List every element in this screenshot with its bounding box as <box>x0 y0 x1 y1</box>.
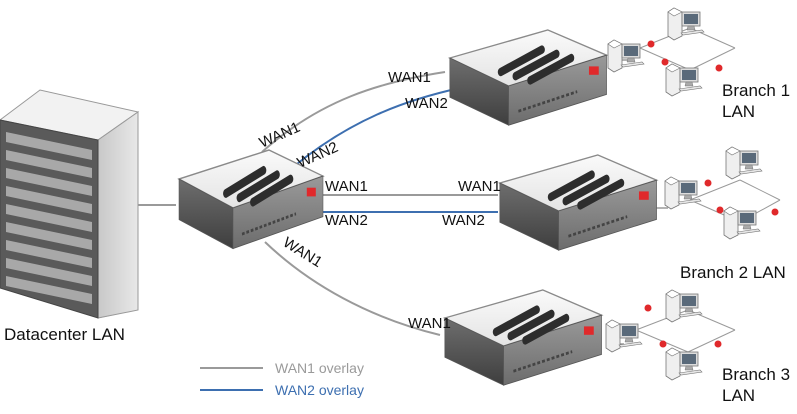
b3-spoke-wan1-label: WAN1 <box>408 315 451 332</box>
datacenter-lan-label: Datacenter LAN <box>4 325 125 344</box>
b2-spoke-wan2-label: WAN2 <box>442 212 485 229</box>
b1-wan1-overlay-line <box>261 71 446 153</box>
desktop-computer-icon <box>605 319 643 353</box>
b1-wan2-overlay-line <box>291 87 461 169</box>
desktop-computer-icon <box>725 146 763 180</box>
lan-node-dot <box>771 208 779 216</box>
b2-spoke-wan1-label: WAN1 <box>458 178 501 195</box>
b3-wan1-overlay-line <box>264 241 441 336</box>
server-rack-icon <box>0 89 140 319</box>
branch1-lan-group <box>607 7 736 97</box>
lan-node-dot <box>704 179 712 187</box>
b2-hub-wan2-label: WAN2 <box>325 212 368 229</box>
desktop-computer-icon <box>664 176 702 210</box>
branch3-label-line2: LAN <box>722 386 755 405</box>
b1-hub-wan1-label: WAN1 <box>257 119 303 152</box>
b1-hub-wan2-label: WAN2 <box>295 139 341 172</box>
desktop-computer-icon <box>607 39 645 73</box>
b1-spoke-wan2-label: WAN2 <box>405 95 448 112</box>
b3-hub-wan1-label: WAN1 <box>280 234 325 271</box>
desktop-computer-icon <box>665 63 703 97</box>
legend-wan1-label: WAN1 overlay <box>275 360 364 376</box>
lan-node-dot <box>716 206 724 214</box>
lan-node-dot <box>715 64 723 72</box>
branch3-lan-group <box>605 289 736 381</box>
branch1-label-line1: Branch 1 <box>722 81 790 100</box>
lan-node-dot <box>659 340 667 348</box>
desktop-computer-icon <box>667 7 705 41</box>
lan-node-dot <box>714 340 722 348</box>
legend-wan2-label: WAN2 overlay <box>275 382 364 398</box>
desktop-computer-icon <box>665 347 703 381</box>
legend: WAN1 overlay WAN2 overlay <box>200 360 364 398</box>
b2-hub-wan1-label: WAN1 <box>325 178 368 195</box>
desktop-computer-icon <box>665 289 703 323</box>
branch3-label-line1: Branch 3 <box>722 365 790 384</box>
lan-node-dot <box>661 58 669 66</box>
branch1-label-line2: LAN <box>722 102 755 121</box>
branch2-label: Branch 2 LAN <box>680 263 786 282</box>
b1-spoke-wan1-label: WAN1 <box>388 69 431 86</box>
branch2-lan-group <box>664 146 781 240</box>
lan-node-dot <box>644 304 652 312</box>
desktop-computer-icon <box>723 206 761 240</box>
branch2-firewall-appliance-icon <box>500 155 657 250</box>
branch1-firewall-appliance-icon <box>450 30 607 125</box>
branch3-firewall-appliance-icon <box>445 290 602 385</box>
lan-node-dot <box>647 40 655 48</box>
